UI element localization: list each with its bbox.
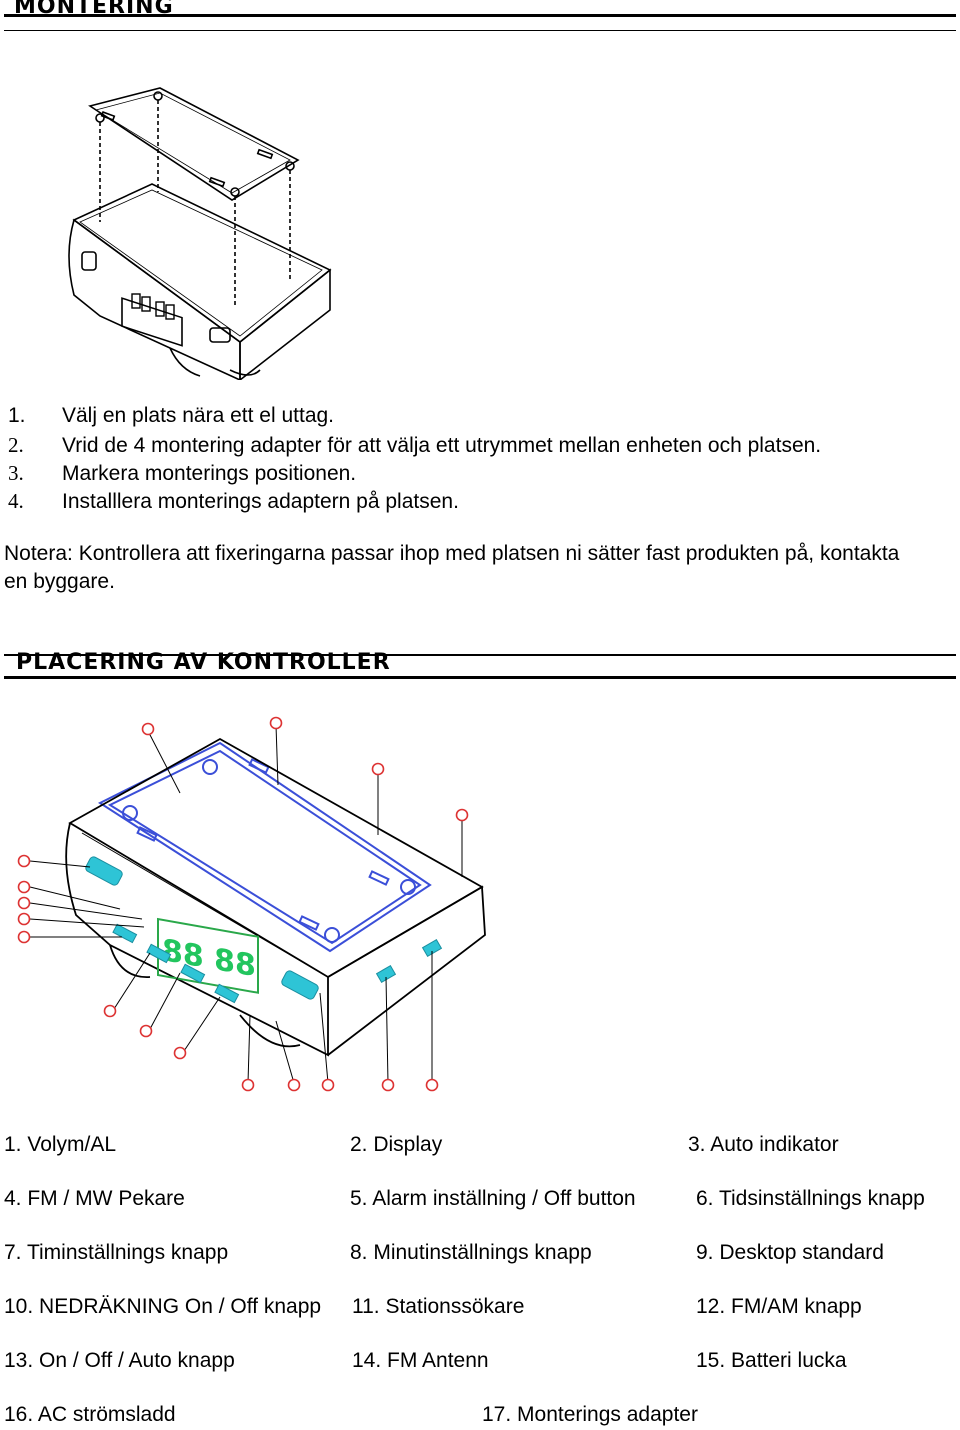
legend-item-1: 1. Volym/AL bbox=[4, 1133, 117, 1156]
display-digits: 88 88 bbox=[162, 933, 256, 984]
legend-item-12: 12. FM/AM knapp bbox=[696, 1295, 862, 1318]
legend-item-17: 17. Monterings adapter bbox=[482, 1403, 698, 1426]
step-3: 3.Markera monterings positionen. bbox=[8, 461, 357, 485]
legend-item-4: 4. FM / MW Pekare bbox=[4, 1187, 185, 1210]
step-2: 2.Vrid de 4 montering adapter för att vä… bbox=[8, 433, 822, 457]
legend-item-11: 11. Stationssökare bbox=[352, 1295, 525, 1318]
step-1: 1.Välj en plats nära ett el uttag. bbox=[8, 404, 335, 427]
legend-item-13: 13. On / Off / Auto knapp bbox=[4, 1349, 235, 1372]
controls-diagram: 88 88 bbox=[17, 716, 486, 1092]
mounting-diagram bbox=[68, 87, 332, 380]
section-rule bbox=[4, 654, 956, 656]
section-rule bbox=[4, 14, 956, 17]
legend-item-3: 3. Auto indikator bbox=[688, 1133, 839, 1156]
legend-item-15: 15. Batteri lucka bbox=[696, 1349, 847, 1372]
legend-item-6: 6. Tidsinställnings knapp bbox=[696, 1187, 925, 1210]
legend-item-7: 7. Timinställnings knapp bbox=[4, 1241, 229, 1264]
section-title-controls: PLACERING AV KONTROLLER bbox=[16, 650, 391, 675]
legend-item-10: 10. NEDRÄKNING On / Off knapp bbox=[4, 1295, 322, 1318]
section-rule-thick bbox=[4, 676, 956, 679]
legend-item-8: 8. Minutinställnings knapp bbox=[350, 1241, 592, 1264]
legend-item-16: 16. AC strömsladd bbox=[4, 1403, 176, 1426]
legend-item-5: 5. Alarm inställning / Off button bbox=[350, 1187, 636, 1210]
step-4: 4.Installlera monterings adaptern på pla… bbox=[8, 489, 459, 513]
legend-item-14: 14. FM Antenn bbox=[352, 1349, 489, 1372]
section-rule-thin bbox=[4, 30, 956, 31]
legend-item-9: 9. Desktop standard bbox=[696, 1241, 884, 1264]
note-text: Notera: Kontrollera att fixeringarna pas… bbox=[4, 542, 900, 593]
legend-item-2: 2. Display bbox=[350, 1133, 443, 1156]
